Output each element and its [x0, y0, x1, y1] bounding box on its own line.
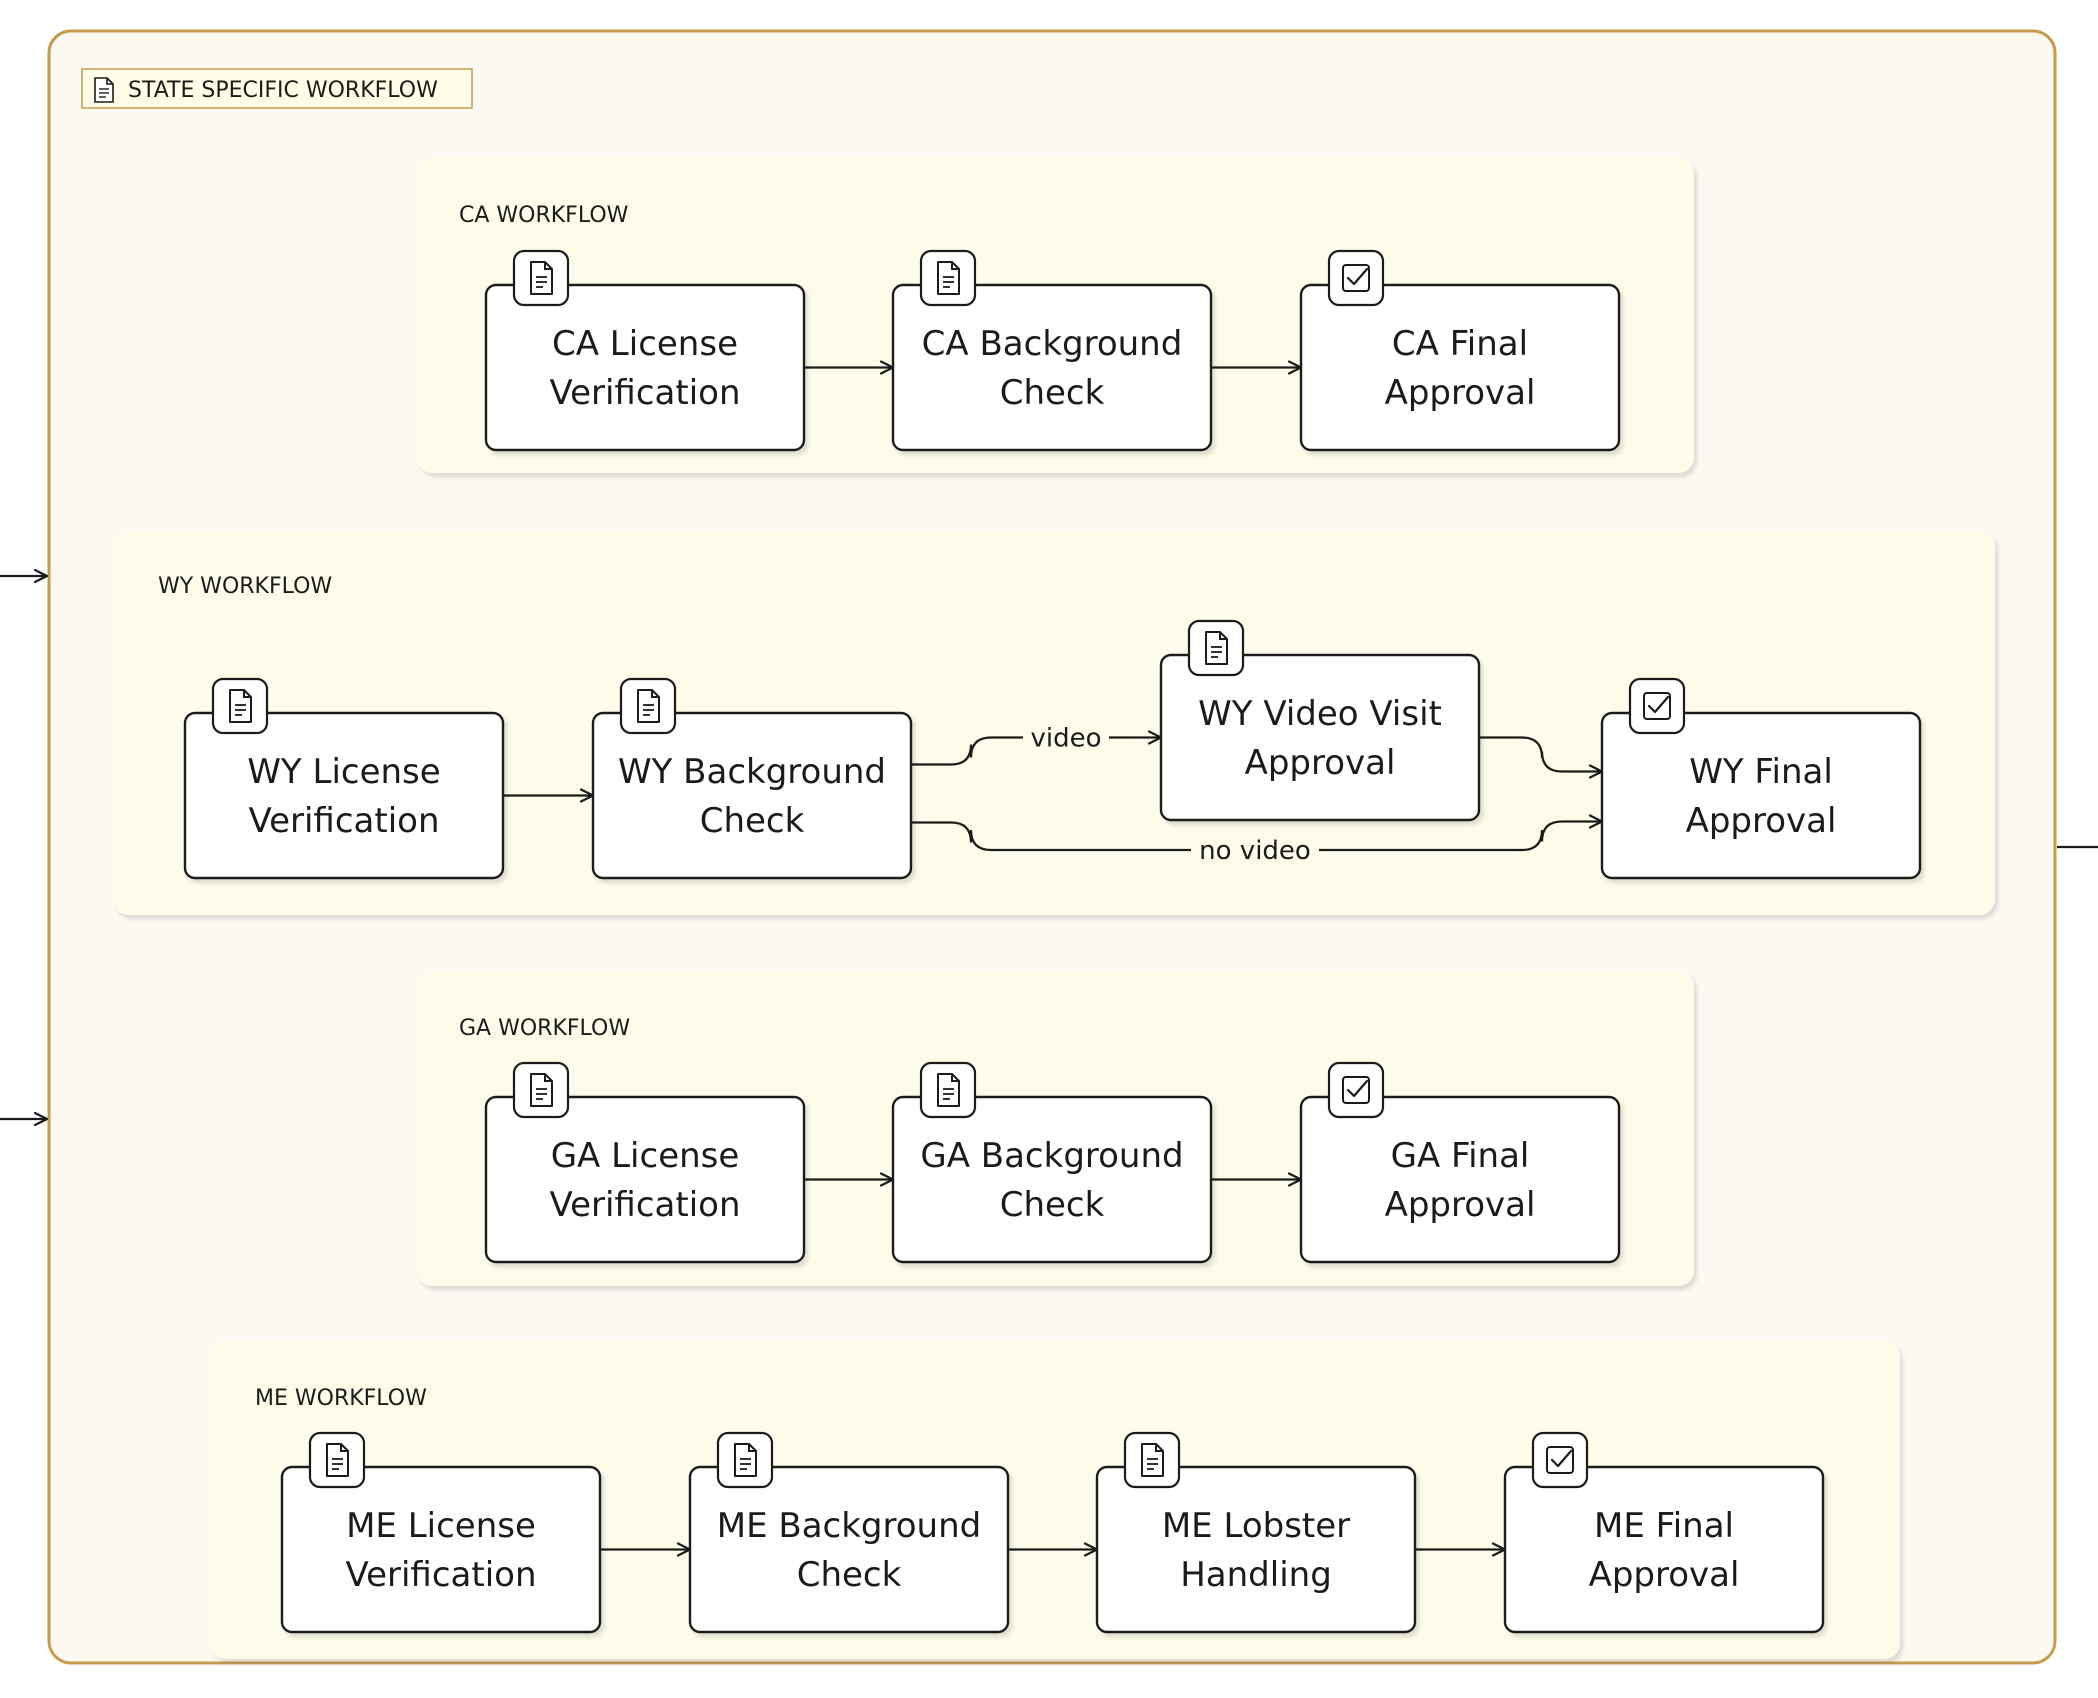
node-label-line: GA License	[551, 1136, 740, 1176]
node-box[interactable]	[688, 1465, 1010, 1634]
document-icon	[211, 677, 269, 735]
node-box[interactable]	[1095, 1465, 1417, 1634]
checkbox-icon	[1327, 249, 1385, 307]
node-label-line: GA Final	[1391, 1136, 1530, 1176]
node-box[interactable]	[183, 711, 505, 880]
checkbox-icon	[1531, 1431, 1589, 1489]
checkbox-icon	[1628, 677, 1686, 735]
outer-title-box	[81, 68, 473, 109]
node-box[interactable]	[1299, 283, 1621, 452]
node-box[interactable]	[484, 1095, 806, 1264]
node-label-line: GA Background	[920, 1136, 1183, 1176]
node-box[interactable]	[1159, 653, 1481, 822]
node-label-line: CA Final	[1392, 324, 1528, 364]
document-icon	[919, 249, 977, 307]
node-label-line: Approval	[1385, 1185, 1536, 1225]
node-label-line: CA Background	[922, 324, 1183, 364]
document-icon	[308, 1431, 366, 1489]
node-box[interactable]	[280, 1465, 602, 1634]
document-icon	[1187, 619, 1245, 677]
group-me-background	[210, 1341, 1900, 1659]
group-ca-title: CA WORKFLOW	[459, 203, 629, 228]
edge-line	[1479, 736, 1604, 779]
node-label-line: Approval	[1385, 373, 1536, 413]
node-box[interactable]	[484, 283, 806, 452]
node-label-line: Check	[797, 1555, 902, 1595]
node-label-line: Approval	[1589, 1555, 1740, 1595]
document-icon	[512, 249, 570, 307]
node-label-line: Verification	[549, 373, 740, 413]
document-icon	[94, 77, 114, 103]
external-connectors	[0, 568, 2098, 1127]
node-label-line: Handling	[1180, 1555, 1332, 1595]
edge-wy2-wy4: no video	[911, 814, 1604, 866]
node-label-line: ME Final	[1594, 1506, 1734, 1546]
edge-wy2-wy3: video	[911, 721, 1163, 766]
group-me-title: ME WORKFLOW	[255, 1386, 427, 1411]
node-box[interactable]	[1600, 711, 1922, 880]
group-me: ME WORKFLOW	[210, 1341, 1900, 1659]
node-label-line: ME Background	[717, 1506, 981, 1546]
outer-title-badge: STATE SPECIFIC WORKFLOW	[81, 68, 473, 109]
node-label-line: Verification	[345, 1555, 536, 1595]
document-icon	[716, 1431, 774, 1489]
node-label-line: CA License	[552, 324, 738, 364]
group-ga-title: GA WORKFLOW	[459, 1016, 630, 1041]
node-label-line: Approval	[1245, 743, 1396, 783]
node-box[interactable]	[891, 1095, 1213, 1264]
document-icon	[619, 677, 677, 735]
document-icon	[919, 1061, 977, 1119]
node-label-line: ME Lobster	[1162, 1506, 1350, 1546]
node-box[interactable]	[1503, 1465, 1825, 1634]
node-label-line: Check	[1000, 1185, 1105, 1225]
node-label-line: ME License	[346, 1506, 536, 1546]
node-label-line: WY Background	[618, 752, 886, 792]
node-label-line: Check	[700, 801, 805, 841]
node-box[interactable]	[1299, 1095, 1621, 1264]
node-label-line: Check	[1000, 373, 1105, 413]
node-label-line: WY Video Visit	[1198, 694, 1442, 734]
workflow-edges: video no video	[503, 360, 1604, 1557]
node-box[interactable]	[591, 711, 913, 880]
edge-line	[911, 730, 1163, 766]
node-label-line: Verification	[549, 1185, 740, 1225]
outer-title: STATE SPECIFIC WORKFLOW	[128, 78, 438, 103]
node-label-line: Verification	[248, 801, 439, 841]
node-box[interactable]	[891, 283, 1213, 452]
document-icon	[1123, 1431, 1181, 1489]
document-icon	[512, 1061, 570, 1119]
node-label-line: WY Final	[1689, 752, 1833, 792]
group-wy-title: WY WORKFLOW	[158, 574, 332, 599]
edge-wy3-wy4	[1479, 736, 1604, 779]
edge-label-background	[1023, 721, 1109, 754]
node-label-line: WY License	[247, 752, 440, 792]
edge-label: no video	[1199, 836, 1311, 866]
edge-label-background	[1191, 834, 1319, 866]
edge-label: video	[1030, 724, 1101, 754]
checkbox-icon	[1327, 1061, 1385, 1119]
node-label-line: Approval	[1686, 801, 1837, 841]
